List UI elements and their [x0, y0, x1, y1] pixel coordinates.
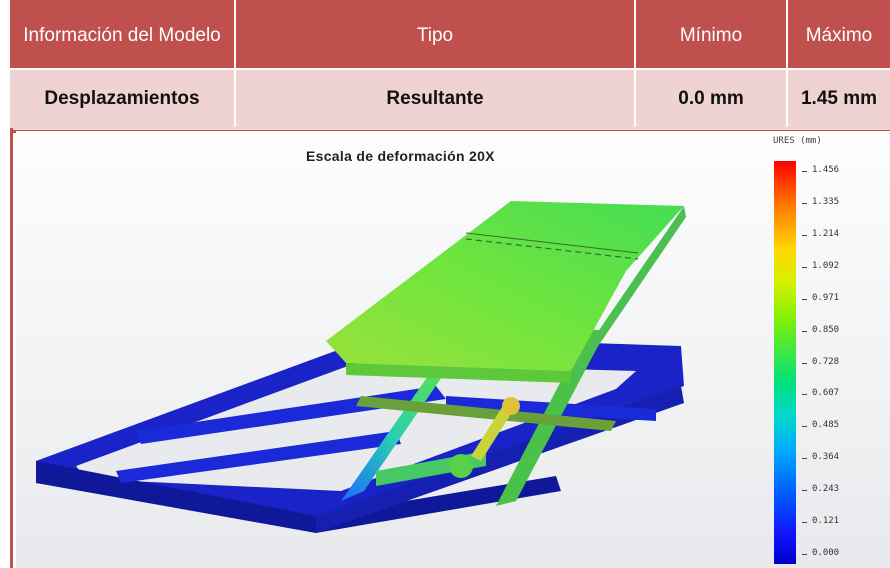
plot-title: Escala de deformación 20X — [306, 148, 495, 164]
cell-max-value: 1.45 mm — [800, 87, 878, 109]
legend-title: URES (mm) — [773, 136, 822, 146]
cell-result-name: Desplazamientos — [10, 70, 236, 127]
table-data-row: Desplazamientos Resultante 0.0 mm 1.45 m… — [10, 70, 890, 133]
legend-tick-label: 0.485 — [812, 420, 840, 431]
legend-tick-label: 0.000 — [812, 548, 840, 558]
legend-tick-label: 1.335 — [812, 196, 840, 207]
legend-tick-label: 0.364 — [812, 452, 840, 463]
legend-tick-label: 0.971 — [812, 292, 840, 303]
legend-tick-mark — [802, 234, 807, 236]
legend-tick-mark — [802, 554, 807, 555]
deformed-model-image — [36, 201, 686, 533]
cell-min-value: 0.0 mm — [636, 70, 788, 127]
legend-tick-label: 0.728 — [812, 356, 840, 367]
platform-icon — [326, 201, 684, 371]
legend-tick-mark — [802, 394, 807, 396]
table-header-row: Información del Modelo Tipo Mínimo Máxim… — [10, 0, 890, 70]
legend-tick-mark — [802, 202, 807, 204]
color-scale-bar — [774, 161, 796, 564]
header-min: Mínimo — [636, 0, 788, 68]
legend-tick-mark — [802, 458, 807, 460]
legend-tick-mark — [802, 426, 807, 428]
legend-tick-label: 0.607 — [812, 388, 840, 399]
table-left-border — [10, 128, 13, 568]
legend-tick-mark — [802, 171, 807, 172]
legend-tick-label: 0.121 — [812, 516, 840, 527]
legend-tick-label: 0.850 — [812, 324, 840, 335]
legend-tick-mark — [802, 362, 807, 364]
actuator-icon — [471, 401, 516, 461]
displacement-plot: Escala de deformación 20X URES (mm) 1.45… — [16, 131, 890, 568]
header-type: Tipo — [236, 0, 636, 68]
legend-tick-mark — [802, 298, 807, 300]
legend-tick-mark — [802, 522, 807, 524]
legend-tick-label: 1.456 — [812, 165, 840, 175]
legend-tick-label: 0.243 — [812, 484, 840, 495]
legend-tick-label: 1.214 — [812, 228, 840, 239]
legend-tick-label: 1.092 — [812, 260, 840, 271]
cell-result-type: Resultante — [236, 70, 636, 127]
legend-tick-mark — [802, 266, 807, 268]
header-model-info: Información del Modelo — [10, 0, 236, 68]
legend-tick-mark — [802, 490, 807, 492]
legend-tick-mark — [802, 330, 807, 332]
results-table: Información del Modelo Tipo Mínimo Máxim… — [10, 0, 890, 133]
header-max: Máximo — [805, 25, 873, 46]
